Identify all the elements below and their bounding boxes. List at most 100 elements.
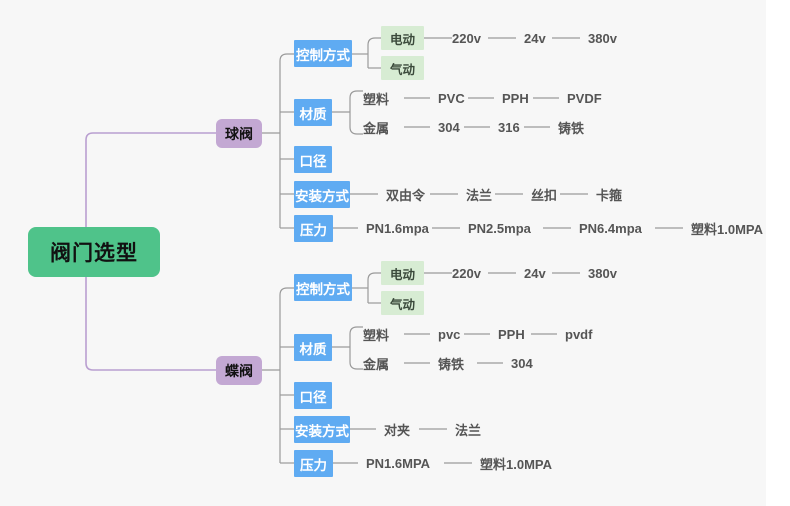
leafbox-diefa-diandong[interactable]: 电动 [381, 261, 424, 285]
sub-label: 塑料 [363, 91, 390, 107]
leaf-label: 220v [452, 30, 481, 46]
link-d-cz-metal [349, 361, 363, 370]
leafbox-label: 电动 [389, 267, 415, 282]
leaf-label: PN6.4mpa [579, 220, 642, 236]
topic-qiufa-yali[interactable]: 压力 [294, 215, 333, 242]
leaf-label: 塑料1.0MPA [480, 456, 552, 472]
branch-node-diefa[interactable]: 蝶阀 [216, 356, 262, 385]
leaf-label: 304 [511, 355, 533, 371]
leaf-label: 对夹 [384, 422, 411, 438]
link-qiufa-topic-0 [279, 53, 294, 62]
leaf-label: 304 [438, 119, 460, 135]
leaf-qiufa-jinshu-304[interactable]: 304 [438, 119, 466, 135]
leaf-diefa-diandong-380v[interactable]: 380v [588, 265, 628, 281]
leaf-qiufa-yali-pn64[interactable]: PN6.4mpa [579, 220, 649, 236]
leaf-label: pvc [438, 326, 461, 342]
sub-qiufa-caizhi-suliao[interactable]: 塑料 [363, 90, 397, 107]
leaf-label: 丝扣 [531, 187, 558, 203]
leaf-label: PPH [498, 326, 525, 342]
leafbox-qiufa-qidong[interactable]: 气动 [381, 56, 424, 80]
leaf-label: 双由令 [386, 187, 426, 203]
leaf-qiufa-yali-suliao10[interactable]: 塑料1.0MPA [691, 220, 781, 237]
leafbox-label: 气动 [389, 297, 415, 312]
sub-label: 金属 [363, 120, 390, 136]
leaf-label: 塑料1.0MPA [691, 221, 763, 237]
leaf-label: 220v [452, 265, 481, 281]
leaf-qiufa-suliao-pph[interactable]: PPH [502, 90, 538, 106]
root-node-label: 阀门选型 [50, 242, 138, 265]
leaf-qiufa-jinshu-zhutie[interactable]: 铸铁 [558, 119, 592, 136]
sub-label: 塑料 [363, 327, 390, 343]
leaf-diefa-suliao-pph[interactable]: PPH [498, 326, 534, 342]
leaf-qiufa-diandong-220v[interactable]: 220v [452, 30, 492, 46]
leaf-diefa-suliao-pvdf[interactable]: pvdf [565, 326, 605, 342]
sub-diefa-caizhi-suliao[interactable]: 塑料 [363, 326, 397, 343]
leaf-diefa-jinshu-zhutie[interactable]: 铸铁 [438, 355, 474, 372]
leaf-qiufa-yali-pn25[interactable]: PN2.5mpa [468, 220, 538, 236]
topic-qiufa-kongzhifangshi[interactable]: 控制方式 [294, 40, 352, 67]
leafbox-label: 电动 [389, 32, 415, 47]
topic-diefa-anzhuangfangshi[interactable]: 安装方式 [294, 416, 350, 443]
leaf-qiufa-suliao-pvc[interactable]: PVC [438, 90, 472, 106]
topic-label: 安装方式 [295, 188, 349, 204]
leaf-qiufa-diandong-24v[interactable]: 24v [524, 30, 558, 46]
leaf-label: 铸铁 [438, 356, 465, 372]
topic-label: 口径 [299, 389, 327, 405]
leaf-label: 24v [524, 265, 546, 281]
topic-label: 材质 [299, 341, 327, 357]
topic-label: 材质 [299, 106, 327, 122]
leaf-qiufa-suliao-pvdf[interactable]: PVDF [567, 90, 609, 106]
sub-qiufa-caizhi-jinshu[interactable]: 金属 [363, 119, 397, 136]
canvas-right-edge [766, 0, 790, 506]
leaf-label: 法兰 [466, 187, 493, 203]
leaf-label: PN1.6mpa [366, 220, 429, 236]
topic-qiufa-koujing[interactable]: 口径 [294, 146, 332, 173]
leaf-label: 24v [524, 30, 546, 46]
leaf-qiufa-anzhuang-kagu[interactable]: 卡箍 [596, 186, 632, 203]
leaf-qiufa-yali-pn16[interactable]: PN1.6mpa [366, 220, 436, 236]
topic-diefa-kongzhifangshi[interactable]: 控制方式 [294, 274, 352, 301]
topic-label: 控制方式 [296, 47, 350, 63]
root-node[interactable]: 阀门选型 [28, 227, 160, 277]
leaf-diefa-anzhuang-duijia[interactable]: 对夹 [384, 421, 420, 438]
link-d-ctrl-dd [367, 272, 381, 281]
leaf-label: PPH [502, 90, 529, 106]
branch-node-diefa-label: 蝶阀 [225, 362, 253, 379]
link-q-ctrl-dd [367, 37, 381, 46]
leaf-qiufa-anzhuang-shuangyouling[interactable]: 双由令 [386, 186, 438, 203]
branch-node-qiufa[interactable]: 球阀 [216, 119, 262, 148]
leaf-label: PVDF [567, 90, 602, 106]
leaf-qiufa-diandong-380v[interactable]: 380v [588, 30, 628, 46]
sub-diefa-caizhi-jinshu[interactable]: 金属 [363, 355, 397, 372]
topic-qiufa-caizhi[interactable]: 材质 [294, 99, 332, 126]
leaf-label: 法兰 [455, 422, 482, 438]
link-diefa-topic-0 [279, 287, 294, 296]
topic-label: 压力 [300, 457, 327, 473]
topic-label: 安装方式 [295, 423, 349, 439]
leafbox-qiufa-diandong[interactable]: 电动 [381, 26, 424, 50]
leaf-diefa-suliao-pvc[interactable]: pvc [438, 326, 468, 342]
leaf-diefa-yali-suliao10[interactable]: 塑料1.0MPA [480, 455, 570, 472]
leaf-diefa-anzhuang-falan[interactable]: 法兰 [455, 421, 491, 438]
leaf-label: 铸铁 [558, 120, 585, 136]
topic-diefa-caizhi[interactable]: 材质 [294, 334, 332, 361]
leaf-diefa-diandong-24v[interactable]: 24v [524, 265, 558, 281]
leaf-diefa-diandong-220v[interactable]: 220v [452, 265, 492, 281]
leaf-qiufa-anzhuang-sikou[interactable]: 丝扣 [531, 186, 567, 203]
leaf-diefa-jinshu-304[interactable]: 304 [511, 355, 541, 371]
sub-label: 金属 [363, 356, 390, 372]
topic-diefa-koujing[interactable]: 口径 [294, 382, 332, 409]
link-q-cz-plastic [349, 90, 363, 99]
topic-qiufa-anzhuangfangshi[interactable]: 安装方式 [294, 181, 350, 208]
topic-label: 压力 [300, 222, 327, 238]
topic-diefa-yali[interactable]: 压力 [294, 450, 333, 477]
leaf-label: 卡箍 [596, 187, 623, 203]
leaf-qiufa-anzhuang-falan[interactable]: 法兰 [466, 186, 502, 203]
leafbox-diefa-qidong[interactable]: 气动 [381, 291, 424, 315]
leaf-diefa-yali-pn16[interactable]: PN1.6MPA [366, 455, 440, 471]
link-q-cz-metal [349, 126, 363, 135]
leaf-label: PN1.6MPA [366, 455, 431, 471]
leaf-qiufa-jinshu-316[interactable]: 316 [498, 119, 526, 135]
topic-label: 控制方式 [296, 281, 350, 297]
